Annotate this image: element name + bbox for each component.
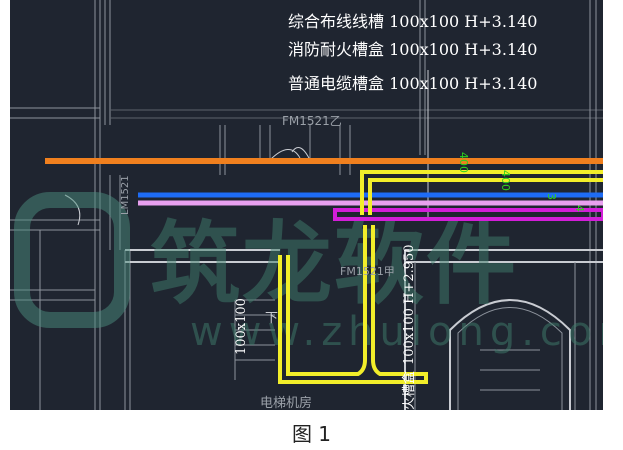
green-tag-2: 400 bbox=[499, 170, 512, 191]
cad-drawing: 筑龙软件 www.zhulong.com 综合布线线槽 100x100 H+3.… bbox=[10, 0, 603, 410]
green-tag-3: 3 bbox=[545, 193, 558, 200]
tray-size-left: 100x100 bbox=[234, 298, 249, 355]
cable-trays bbox=[45, 158, 603, 384]
green-tag-1: 400 bbox=[457, 152, 470, 173]
green-tag-4: 4 bbox=[573, 205, 586, 212]
door-label-lm: LM1521 bbox=[120, 175, 131, 215]
yellow-tray-upper bbox=[360, 170, 603, 215]
yellow-tray-lower bbox=[278, 225, 428, 384]
legend-line-2: 消防耐火槽盒 100x100 H+3.140 bbox=[288, 40, 537, 59]
watermark-text: 筑龙软件 bbox=[150, 212, 518, 317]
watermark-logo bbox=[14, 192, 130, 328]
figure-caption: 图 1 bbox=[291, 422, 332, 446]
drawing-labels: FM1521乙 LM1521 FM1521甲 100x100 100x100 H… bbox=[120, 114, 586, 410]
door-label-fm: FM1521乙 bbox=[282, 114, 342, 128]
legend-line-3: 普通电缆槽盒 100x100 H+3.140 bbox=[288, 74, 537, 93]
watermark-url: www.zhulong.com bbox=[190, 309, 603, 355]
legend: 综合布线线槽 100x100 H+3.140 消防耐火槽盒 100x100 H+… bbox=[288, 12, 537, 93]
door-label-fm-lower: FM1521甲 bbox=[340, 265, 395, 278]
watermark: 筑龙软件 www.zhulong.com bbox=[14, 192, 603, 355]
architecture-lines bbox=[10, 0, 603, 410]
tray-size-right: 100x100 H+2.950 bbox=[402, 244, 417, 365]
legend-line-1: 综合布线线槽 100x100 H+3.140 bbox=[288, 12, 537, 31]
room-name: 电梯机房 bbox=[260, 395, 312, 410]
stair-down-label: 下 bbox=[265, 311, 278, 326]
magenta-tray bbox=[333, 208, 603, 221]
tray-fire-vertical: 火槽盒 bbox=[401, 371, 417, 410]
